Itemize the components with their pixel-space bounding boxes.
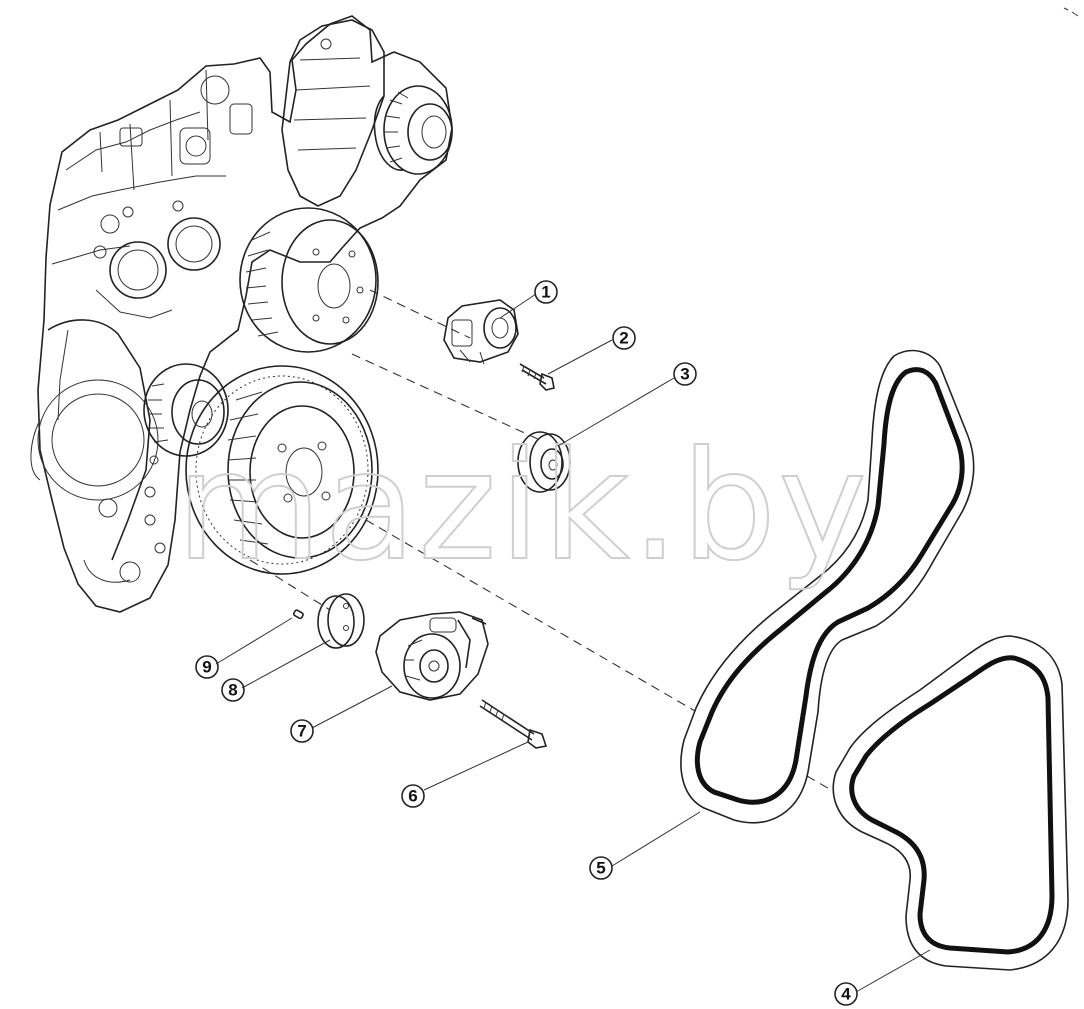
part-spacer xyxy=(317,593,365,649)
callout-label: 3 xyxy=(680,365,689,384)
callout-label: 8 xyxy=(228,681,237,700)
part-bolt-small xyxy=(519,363,555,391)
callout-label: 5 xyxy=(596,859,605,878)
callout-1: 1 xyxy=(534,280,558,304)
engine-block xyxy=(30,15,453,613)
callout-label: 4 xyxy=(841,985,851,1004)
callout-label: 6 xyxy=(408,787,417,806)
callout-label: 7 xyxy=(297,722,306,741)
part-tensioner xyxy=(443,299,519,365)
part-belt-small xyxy=(832,635,1069,971)
callout-4: 4 xyxy=(834,982,858,1006)
part-belt-large xyxy=(680,349,975,824)
callout-6: 6 xyxy=(401,784,425,808)
part-bolt-long xyxy=(479,699,548,749)
part-tensioner-assembly xyxy=(375,611,489,701)
callout-7: 7 xyxy=(290,719,314,743)
callout-2: 2 xyxy=(612,326,636,350)
callout-leaders xyxy=(215,293,931,993)
callout-3: 3 xyxy=(673,362,697,386)
corner-mark xyxy=(1063,7,1079,17)
callout-label: 9 xyxy=(202,658,211,677)
callout-label: 1 xyxy=(541,283,550,302)
watermark-text: mazik.by xyxy=(176,420,869,594)
part-idler-pulley xyxy=(517,431,571,493)
callout-8: 8 xyxy=(221,678,245,702)
callout-9: 9 xyxy=(195,655,219,679)
assembly-lines xyxy=(249,289,1001,889)
callout-5: 5 xyxy=(589,856,613,880)
callout-label: 2 xyxy=(619,329,628,348)
part-pin xyxy=(292,609,304,620)
